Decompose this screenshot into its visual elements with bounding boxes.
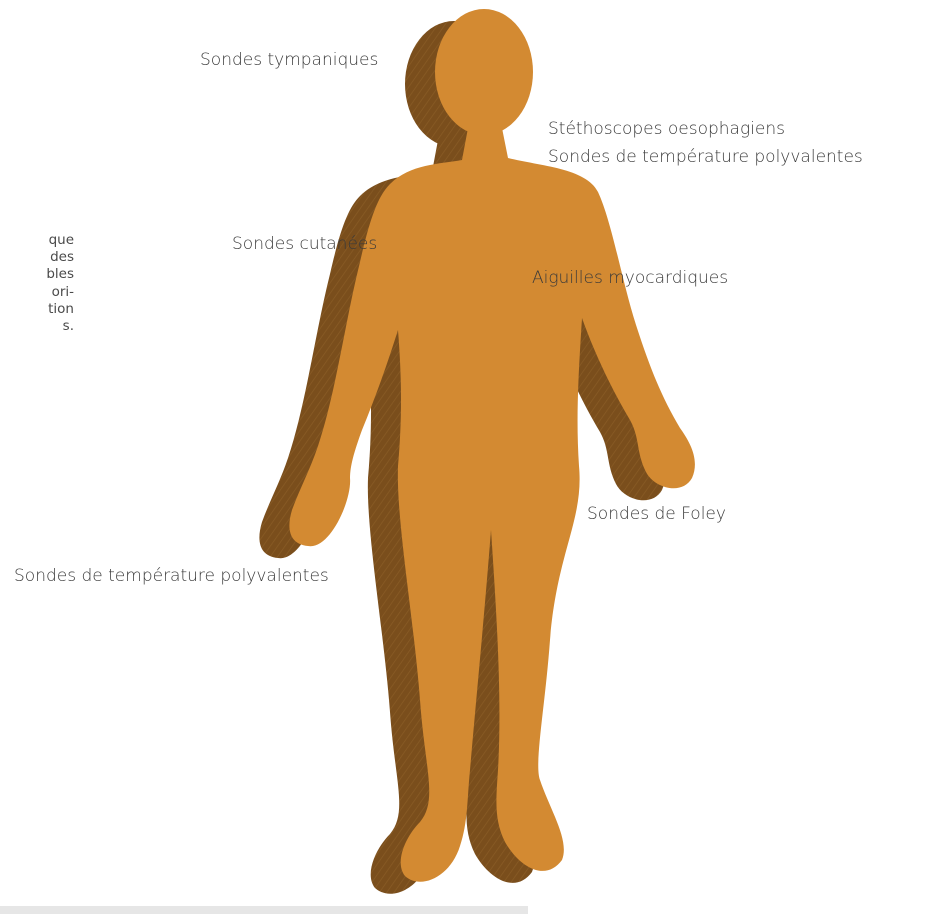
footer-bar <box>0 906 528 914</box>
left-text-line: ori- <box>46 284 74 301</box>
label-skin-probes: Sondes cutanées <box>232 234 377 254</box>
left-text-line: que <box>46 232 74 249</box>
label-esophageal-stethoscopes: Stéthoscopes oesophagiens <box>548 119 785 139</box>
label-foley-catheters: Sondes de Foley <box>587 504 726 524</box>
left-text-line: bles <box>46 266 74 283</box>
label-multipurpose-probes-upper: Sondes de température polyvalentes <box>548 147 863 167</box>
label-myocardial-needles: Aiguilles myocardiques <box>532 268 728 288</box>
left-text-line: s. <box>46 318 74 335</box>
label-multipurpose-probes-lower: Sondes de température polyvalentes <box>14 566 329 586</box>
left-text-line: des <box>46 249 74 266</box>
left-text-line: tion <box>46 301 74 318</box>
label-tympanic-probes: Sondes tympaniques <box>200 50 378 70</box>
left-column-text-fragment: que des bles ori- tion s. <box>46 232 74 335</box>
